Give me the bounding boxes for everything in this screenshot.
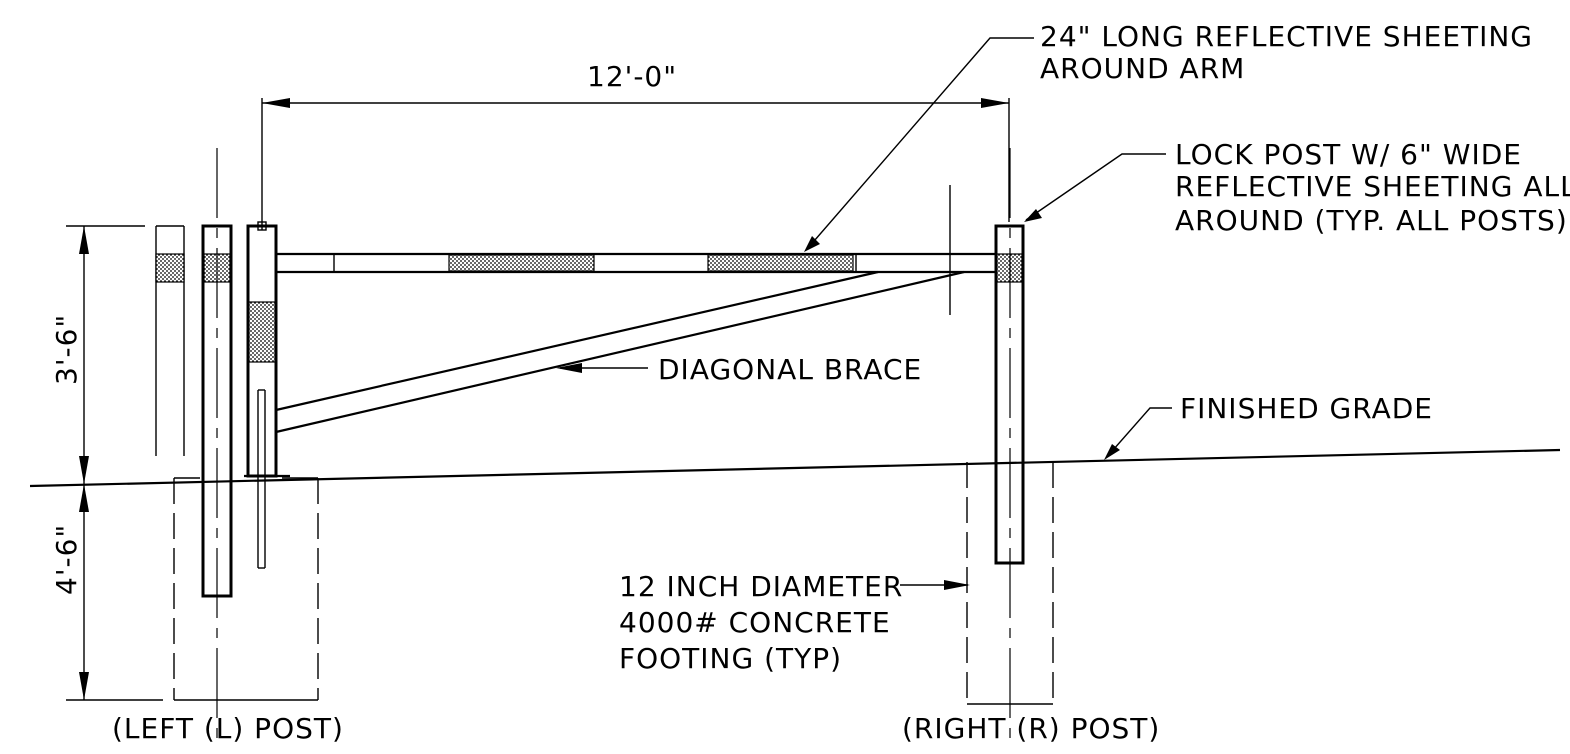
finished-grade-callout: FINISHED GRADE: [1180, 392, 1433, 425]
lock-post-leader: [1024, 153, 1166, 222]
upright-reflective-sheeting: [248, 301, 276, 363]
below-grade-dimension-label: 4'-6": [50, 524, 83, 595]
finished-grade-line: [29, 448, 1561, 488]
span-dimension: 12'-0": [261, 60, 1010, 230]
diagonal-brace-callout: DIAGONAL BRACE: [658, 353, 922, 386]
gate-arm: [276, 252, 996, 274]
arm-reflective-sheeting-2: [707, 254, 854, 272]
footing-callout-line-2: 4000# CONCRETE: [619, 606, 891, 639]
sheeting-arm-leader: [804, 37, 1034, 252]
arm-reflective-sheeting-1: [448, 254, 595, 272]
footing-leader: [900, 580, 970, 590]
lock-post-callout-line-3: AROUND (TYP. ALL POSTS): [1175, 204, 1568, 237]
left-post-side-elevation: [155, 225, 185, 456]
diagonal-brace-leader: [556, 363, 648, 373]
diagonal-brace: [275, 270, 965, 434]
gate-hinge-upright: [244, 221, 290, 569]
span-dimension-label: 12'-0": [587, 60, 677, 93]
lock-post-callout-line-1: LOCK POST W/ 6" WIDE: [1175, 138, 1522, 171]
footing-callout-line-3: FOOTING (TYP): [619, 642, 842, 675]
above-grade-dimension-label: 3'-6": [50, 314, 83, 385]
left-footing: [173, 477, 319, 701]
sheeting-arm-callout-line-1: 24" LONG REFLECTIVE SHEETING: [1040, 20, 1533, 53]
height-dimensions: 3'-6" 4'-6": [50, 225, 163, 701]
left-post-label: (LEFT (L) POST): [112, 712, 344, 745]
footing-callout-line-1: 12 INCH DIAMETER: [619, 570, 903, 603]
sheeting-arm-callout-line-2: AROUND ARM: [1040, 52, 1245, 85]
lock-post-callout-line-2: REFLECTIVE SHEETING ALL: [1175, 170, 1570, 203]
right-post-label: (RIGHT (R) POST): [902, 712, 1160, 745]
finished-grade-leader: [1104, 407, 1172, 460]
